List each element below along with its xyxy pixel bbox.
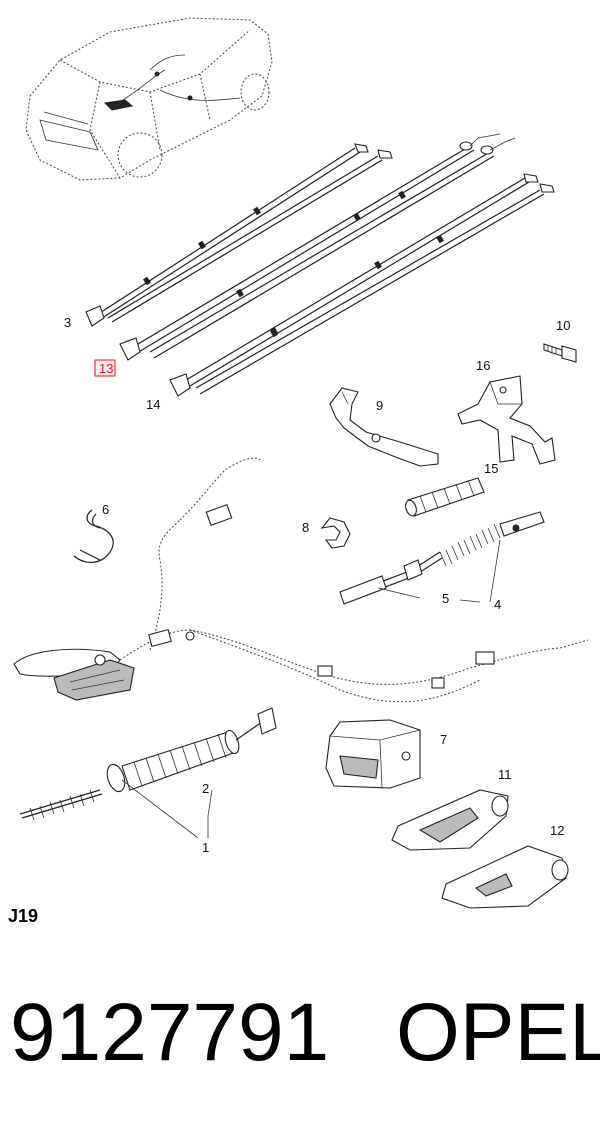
label-part-15: 15 xyxy=(484,461,498,476)
leader-lines xyxy=(121,539,501,839)
label-part-3: 3 xyxy=(64,315,71,330)
label-part-4: 4 xyxy=(494,597,501,612)
label-part-10: 10 xyxy=(556,318,570,333)
label-part-9: 9 xyxy=(376,398,383,413)
label-part-7: 7 xyxy=(440,732,447,747)
handbrake-assembly xyxy=(13,457,589,703)
clip-8 xyxy=(320,517,351,549)
cable-14 xyxy=(169,173,555,397)
label-part-12: 12 xyxy=(550,823,564,838)
cable-4-5 xyxy=(339,511,545,605)
bolt-10 xyxy=(543,343,577,363)
cable-3 xyxy=(85,143,393,327)
label-part-2: 2 xyxy=(202,781,209,796)
label-part-6: 6 xyxy=(102,502,109,517)
label-part-8: 8 xyxy=(302,520,309,535)
cable-1-2 xyxy=(19,707,277,821)
car-illustration xyxy=(25,17,273,181)
label-part-16: 16 xyxy=(476,358,490,373)
label-part-13-box: 13 xyxy=(94,359,116,377)
label-part-14: 14 xyxy=(146,397,160,412)
section-code: J19 xyxy=(8,906,38,926)
guide-9 xyxy=(329,387,439,467)
label-part-5: 5 xyxy=(442,591,449,606)
block-7 xyxy=(325,719,421,789)
part-number: 9127791 xyxy=(10,987,329,1078)
cable-13 xyxy=(119,133,516,361)
boot-15 xyxy=(405,477,485,517)
clip-6 xyxy=(73,509,114,563)
plate-11 xyxy=(391,789,509,851)
label-part-11: 11 xyxy=(498,767,512,782)
plate-12 xyxy=(441,845,569,909)
bracket-16 xyxy=(457,375,556,465)
label-part-13: 13 xyxy=(99,361,113,376)
label-part-1: 1 xyxy=(202,840,209,855)
brand-name: OPEL xyxy=(396,987,600,1078)
